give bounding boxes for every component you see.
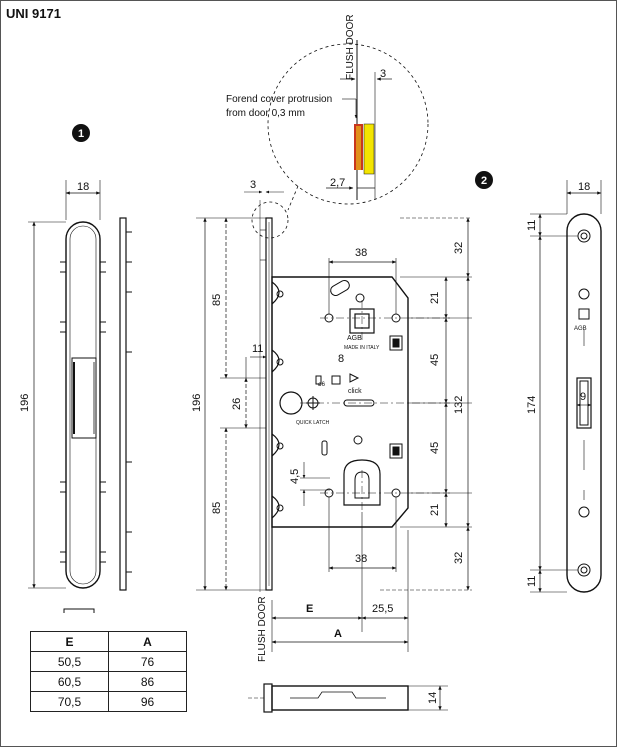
view1-number: 1 [78, 128, 84, 140]
table-cell: 76 [108, 651, 187, 672]
logo-agb: AGB [347, 335, 362, 342]
dim-forend-offset: 3 [250, 179, 256, 191]
dim-25-5: 25,5 [372, 603, 393, 615]
spindle-symbol: ø6 [318, 382, 326, 388]
lock-body [271, 276, 409, 528]
dim-E: E [306, 603, 313, 615]
view1-faceplate [60, 221, 106, 589]
page-title: UNI 9171 [6, 6, 61, 21]
dim-upper-85: 85 [211, 294, 223, 306]
view1-marker: 1 [72, 124, 90, 142]
view1-side-profile [119, 217, 132, 591]
dim-detail-3: 3 [380, 68, 386, 80]
dim-view1-height: 196 [19, 394, 31, 412]
table-cell: 86 [108, 671, 187, 692]
bottom-section-view [248, 683, 448, 713]
made-in-italy-label: MADE IN ITALY [344, 345, 380, 351]
dim-bottom-14: 14 [427, 692, 439, 704]
quick-latch-label: QUICK LATCH [296, 420, 330, 426]
table-row: 60,5 86 [30, 671, 187, 692]
e-a-dimension-table: E A 50,5 76 60,5 86 70,5 96 [30, 631, 187, 712]
main-centerlines [300, 300, 450, 510]
dim-view2-11-bottom: 11 [526, 576, 538, 587]
dim-right-32-top: 32 [453, 242, 465, 254]
view2-logo-agb: AGB [574, 326, 587, 332]
dim-right-21-top: 21 [429, 292, 441, 304]
dim-latch-26: 26 [231, 398, 243, 410]
click-label: click [348, 388, 362, 395]
dim-view2-174: 174 [526, 396, 538, 414]
view2-number: 2 [481, 175, 487, 187]
dim-cyl-4-5: 4,5 [289, 469, 301, 484]
table-header-e: E [30, 631, 109, 652]
view2-faceplate [566, 213, 602, 593]
spindle-size: 8 [338, 353, 344, 365]
table-row: 70,5 96 [30, 691, 187, 712]
dim-bottom-38: 38 [355, 553, 367, 565]
table-header-a: A [108, 631, 187, 652]
dim-lower-85: 85 [211, 502, 223, 514]
dim-A: A [334, 628, 342, 640]
dim-right-45-bottom: 45 [429, 442, 441, 454]
table-cell: 70,5 [30, 691, 109, 712]
view2-marker: 2 [475, 171, 493, 189]
dim-right-32-bottom: 32 [453, 552, 465, 564]
detail-circle [251, 40, 429, 239]
dim-view2-9: 9 [580, 391, 586, 403]
dim-view2-width: 18 [578, 181, 590, 193]
dim-detail-2-7: 2,7 [330, 177, 345, 189]
dim-right-132: 132 [453, 396, 465, 414]
dim-top-38: 38 [355, 247, 367, 259]
forend-strips [354, 123, 375, 175]
protrusion-note-line2: from door 0,3 mm [226, 108, 305, 119]
dim-view1-width: 18 [77, 181, 89, 193]
dim-main-height: 196 [191, 394, 203, 412]
flush-door-label-top: FLUSH DOOR [345, 14, 356, 80]
table-cell: 50,5 [30, 651, 109, 672]
dim-right-21-bottom: 21 [429, 504, 441, 516]
table-row: 50,5 76 [30, 651, 187, 672]
dim-right-45-top: 45 [429, 354, 441, 366]
dim-view2-11-top: 11 [526, 220, 538, 231]
protrusion-note-line1: Forend cover protrusion [226, 94, 332, 105]
table-header-row: E A [30, 631, 187, 652]
main-dimensions [196, 190, 472, 652]
view2-dimensions [530, 180, 602, 593]
table-cell: 60,5 [30, 671, 109, 692]
flush-door-label-bottom: FLUSH DOOR [257, 596, 268, 662]
table-cell: 96 [108, 691, 187, 712]
main-forend [259, 200, 273, 592]
small-forend-symbol [63, 608, 95, 613]
view1-dimensions [28, 180, 101, 589]
dim-latch-11: 11 [252, 343, 263, 355]
